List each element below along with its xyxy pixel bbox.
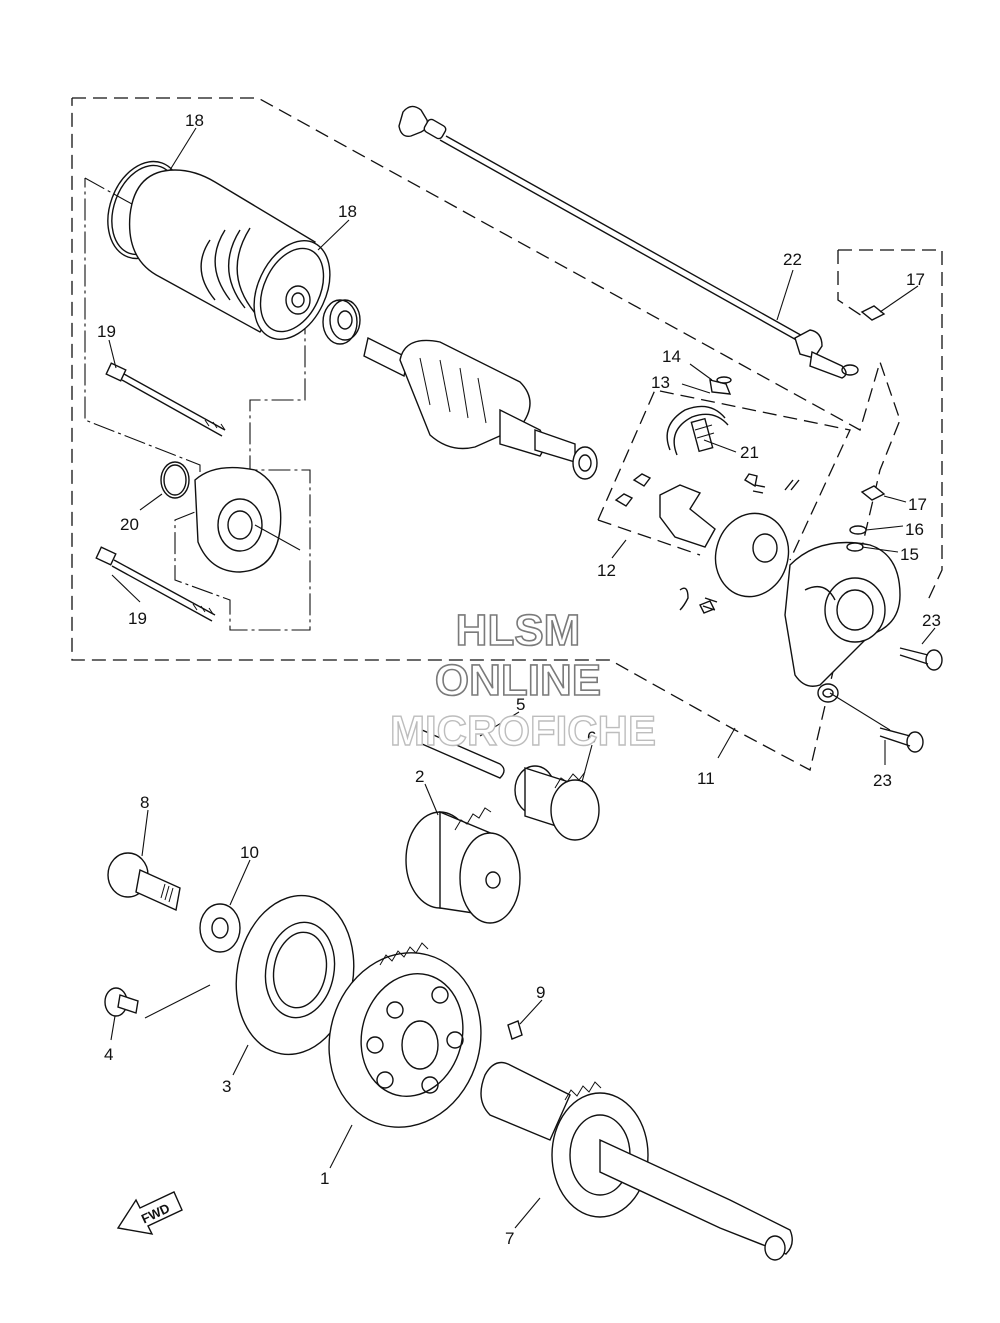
long-bolt-lower <box>95 546 216 622</box>
callout-12: 12 <box>597 561 616 580</box>
starter-clutch-gear <box>405 807 521 924</box>
housing-bolt <box>104 984 211 1019</box>
brush-holder-group-outline <box>597 389 851 561</box>
callout-18a: 18 <box>185 111 204 130</box>
callout-9: 9 <box>536 983 545 1002</box>
extra-bolts-23 <box>879 647 943 753</box>
callout-8: 8 <box>140 793 149 812</box>
starter-motor-group-outline <box>71 97 901 771</box>
callout-17a: 17 <box>906 270 925 289</box>
watermark-line1: HLSM <box>456 606 581 655</box>
callout-20: 20 <box>120 515 139 534</box>
callout-5: 5 <box>516 695 525 714</box>
clutch-housing <box>235 894 355 1056</box>
callout-13: 13 <box>651 373 670 392</box>
callout-17b: 17 <box>908 495 927 514</box>
callout-4: 4 <box>104 1045 113 1064</box>
callout-22: 22 <box>783 250 802 269</box>
watermark: HLSM ONLINE MICROFICHE <box>389 605 656 755</box>
callout-leaders <box>108 127 936 1229</box>
long-bolt-upper <box>105 362 226 437</box>
callout-1: 1 <box>320 1169 329 1188</box>
callout-21: 21 <box>740 443 759 462</box>
front-cover <box>194 466 282 573</box>
callout-labels: 18 18 19 20 19 22 17 14 13 21 17 16 15 1… <box>97 111 941 1248</box>
washer <box>199 903 241 953</box>
output-shaft-gear <box>480 1061 793 1261</box>
terminal-hardware <box>846 305 886 552</box>
watermark-line2: ONLINE <box>435 656 601 705</box>
key <box>507 1020 523 1040</box>
callout-23b: 23 <box>873 771 892 790</box>
callout-10: 10 <box>240 843 259 862</box>
starter-driven-gear <box>328 942 482 1128</box>
callout-19a: 19 <box>97 322 116 341</box>
callout-18b: 18 <box>338 202 357 221</box>
callout-2: 2 <box>415 767 424 786</box>
idle-gear-shaft <box>418 729 505 779</box>
lead-wire <box>398 105 859 379</box>
callout-3: 3 <box>222 1077 231 1096</box>
yoke-group-outline <box>84 177 311 631</box>
brush-holder-assembly <box>614 376 800 614</box>
callout-6: 6 <box>587 728 596 747</box>
callout-7: 7 <box>505 1229 514 1248</box>
o-ring-rear <box>253 240 331 340</box>
rear-cover <box>784 541 901 703</box>
callout-14: 14 <box>662 347 681 366</box>
forward-arrow-badge: FWD <box>116 1191 183 1235</box>
callout-19b: 19 <box>128 609 147 628</box>
o-ring-small <box>160 461 190 499</box>
idle-gear <box>514 765 600 841</box>
callout-16: 16 <box>905 520 924 539</box>
callout-23a: 23 <box>922 611 941 630</box>
flange-bolt <box>107 852 181 912</box>
terminal-group-outline <box>837 249 943 601</box>
bearing <box>322 299 361 345</box>
armature <box>363 336 598 480</box>
watermark-line3: MICROFICHE <box>390 707 656 754</box>
callout-11: 11 <box>697 769 715 788</box>
callout-15: 15 <box>900 545 919 564</box>
